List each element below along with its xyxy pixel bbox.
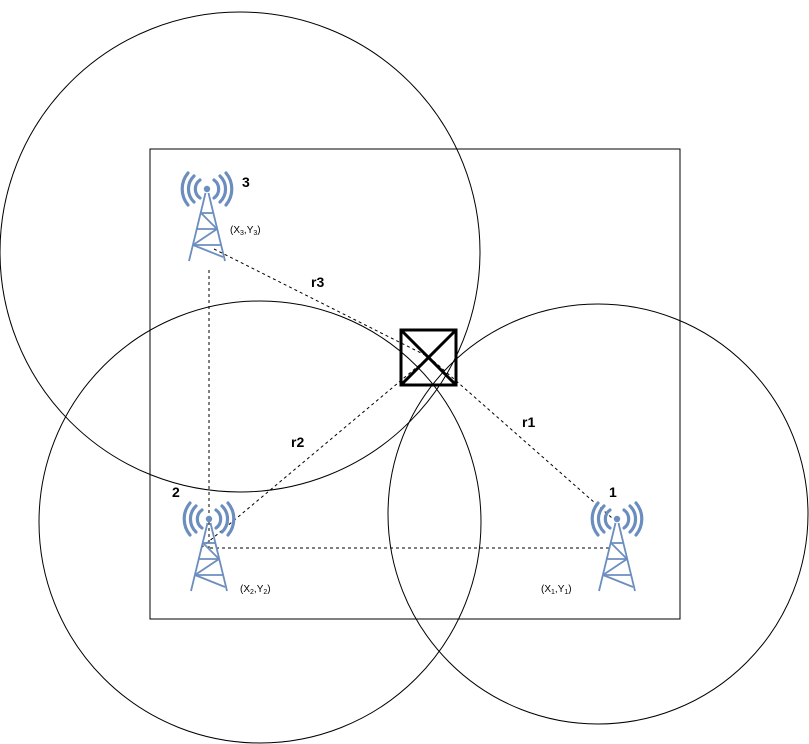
distance-label-r3: r3 xyxy=(311,274,324,290)
tower-2-coordinates: (X2,Y2) xyxy=(240,584,271,596)
distance-line-r2 xyxy=(200,356,430,549)
tower-1 xyxy=(590,501,644,593)
crossed-box-icon xyxy=(399,328,458,387)
tower-3-coordinates: (X3,Y3) xyxy=(230,225,261,237)
area-boundary xyxy=(149,148,681,620)
tower-3-number: 3 xyxy=(242,174,250,190)
coverage-circle-3 xyxy=(0,11,481,493)
coverage-circle-2 xyxy=(38,300,482,744)
tower-1-number: 1 xyxy=(609,484,617,500)
distance-label-r2: r2 xyxy=(291,434,304,450)
cell-tower-icon xyxy=(590,501,644,593)
target-position xyxy=(399,328,458,387)
tower-3 xyxy=(180,171,234,263)
distance-label-r1: r1 xyxy=(522,414,535,430)
coverage-circle-1 xyxy=(387,303,809,725)
tower-1-coordinates: (X1,Y1) xyxy=(541,584,572,596)
cell-tower-icon xyxy=(180,171,234,263)
distance-line-r3 xyxy=(213,248,430,358)
distance-line-r1 xyxy=(428,356,613,519)
tower-2-number: 2 xyxy=(172,484,180,500)
